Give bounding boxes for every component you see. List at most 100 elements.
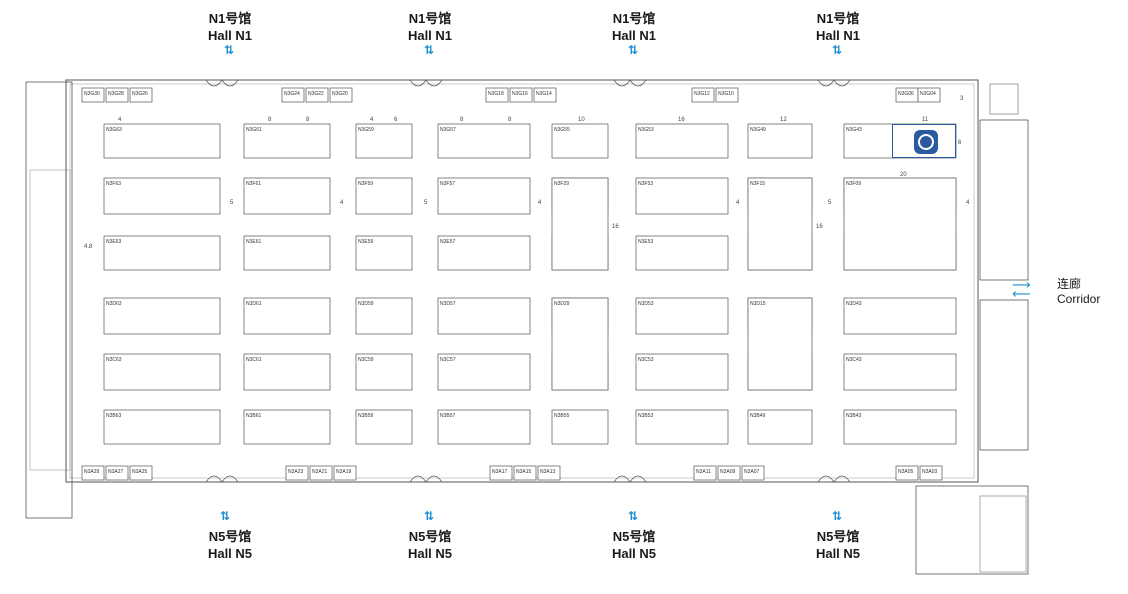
booth-g-row[interactable]: N3G22 (305, 87, 329, 103)
booth-a-row[interactable]: N3A03 (919, 465, 943, 481)
booth-g-row[interactable]: N3G04 (917, 87, 941, 103)
booth-g-row[interactable]: N3G28 (105, 87, 129, 103)
booth-block[interactable]: N3B49 (747, 409, 813, 445)
hall-outline (65, 79, 979, 483)
booth-tall[interactable]: N3D15 (747, 297, 813, 391)
booth-block[interactable]: N3G49 (747, 123, 813, 159)
booth-a-row[interactable]: N3A19 (333, 465, 357, 481)
booth-block[interactable]: N3E61 (243, 235, 331, 271)
booth-g-row[interactable]: N3G10 (715, 87, 739, 103)
dimension-label: 8 (460, 117, 464, 123)
hall-label-top-4: N1号馆 Hall N1 (798, 10, 878, 44)
booth-label: N3A05 (898, 469, 914, 475)
booth-block[interactable]: N3C59 (355, 353, 413, 391)
arrow-up-down-icon: ⇅ (224, 43, 234, 57)
left-service-inner (29, 169, 71, 471)
booth-block[interactable]: N3F61 (243, 177, 331, 215)
booth-g-row[interactable]: N3G24 (281, 87, 305, 103)
booth-block[interactable]: N3D63 (103, 297, 221, 335)
booth-g-row[interactable]: N3G16 (509, 87, 533, 103)
arrow-up-down-icon: ⇅ (832, 43, 842, 57)
dimension-label: 8 (306, 117, 310, 123)
booth-block[interactable]: N3G55 (551, 123, 609, 159)
booth-label: N3A25 (132, 469, 148, 475)
booth-label: N3C61 (246, 357, 262, 363)
booth-a-row[interactable]: N3A25 (129, 465, 153, 481)
booth-block[interactable]: N3F59 (355, 177, 413, 215)
booth-block[interactable]: N3E53 (635, 235, 729, 271)
booth-block[interactable]: N3C53 (635, 353, 729, 391)
booth-block[interactable]: N3D57 (437, 297, 531, 335)
booth-block[interactable]: N3G59 (355, 123, 413, 159)
booth-block[interactable]: N3C57 (437, 353, 531, 391)
booth-g-row[interactable]: N3G12 (691, 87, 715, 103)
booth-block[interactable]: N3F53 (635, 177, 729, 215)
booth-block[interactable]: N3B61 (243, 409, 331, 445)
booth-block[interactable]: N3F57 (437, 177, 531, 215)
booth-tall[interactable]: N3F15 (747, 177, 813, 271)
booth-label: N3D53 (638, 301, 654, 307)
booth-a-row[interactable]: N3A15 (513, 465, 537, 481)
booth-block[interactable]: N3E57 (437, 235, 531, 271)
booth-large[interactable]: N3F09 (843, 177, 957, 271)
booth-a-row[interactable]: N3A05 (895, 465, 919, 481)
booth-block[interactable]: N3D53 (635, 297, 729, 335)
booth-a-row[interactable]: N3A21 (309, 465, 333, 481)
hall-label-bottom-4: N5号馆 Hall N5 (798, 528, 878, 562)
booth-block[interactable]: N3B57 (437, 409, 531, 445)
booth-a-row[interactable]: N3A11 (693, 465, 717, 481)
booth-block[interactable]: N3D59 (355, 297, 413, 335)
booth-block[interactable]: N3B59 (355, 409, 413, 445)
booth-label: N3A17 (492, 469, 508, 475)
booth-g-row[interactable]: N3G20 (329, 87, 353, 103)
booth-block[interactable]: N3G63 (103, 123, 221, 159)
booth-g-row[interactable]: N3G26 (129, 87, 153, 103)
booth-block[interactable]: N3G61 (243, 123, 331, 159)
hall-name-cn: N1号馆 (208, 11, 252, 26)
booth-a-row[interactable]: N3A23 (285, 465, 309, 481)
booth-block[interactable]: N3C43 (843, 353, 957, 391)
booth-g-row[interactable]: N3G30 (81, 87, 105, 103)
booth-g-row[interactable]: N3G06 (895, 87, 919, 103)
dimension-label: 4 (370, 117, 374, 123)
booth-block[interactable]: N3E59 (355, 235, 413, 271)
booth-tall[interactable]: N3F29 (551, 177, 609, 271)
booth-label: N3D59 (358, 301, 374, 307)
booth-block[interactable]: N3B53 (635, 409, 729, 445)
booth-block[interactable]: N3G53 (635, 123, 729, 159)
booth-block[interactable]: N3C61 (243, 353, 331, 391)
dimension-label: 20 (900, 172, 907, 178)
booth-label: N3E59 (358, 239, 374, 245)
booth-a-row[interactable]: N3A07 (741, 465, 765, 481)
booth-block[interactable]: N3D61 (243, 297, 331, 335)
booth-a-row[interactable]: N3A17 (489, 465, 513, 481)
booth-block[interactable]: N3B43 (843, 409, 957, 445)
arrow-up-down-icon: ⇅ (220, 509, 230, 523)
booth-a-row[interactable]: N3A09 (717, 465, 741, 481)
booth-block[interactable]: N3D43 (843, 297, 957, 335)
booth-label: N3F15 (750, 181, 765, 187)
booth-label: N3E53 (638, 239, 654, 245)
booth-g-row[interactable]: N3G14 (533, 87, 557, 103)
booth-label: N3F53 (638, 181, 653, 187)
booth-block[interactable]: N3E63 (103, 235, 221, 271)
booth-label: N3G28 (108, 91, 124, 97)
booth-a-row[interactable]: N3A13 (537, 465, 561, 481)
booth-label: N3G49 (750, 127, 766, 133)
booth-tall[interactable]: N3D29 (551, 297, 609, 391)
booth-a-row[interactable]: N3A27 (105, 465, 129, 481)
booth-block[interactable]: N3B63 (103, 409, 221, 445)
booth-g-row[interactable]: N3G18 (485, 87, 509, 103)
booth-label: N3A21 (312, 469, 328, 475)
booth-block[interactable]: N3F63 (103, 177, 221, 215)
door-top-1 (205, 79, 239, 87)
booth-label: N3B57 (440, 413, 456, 419)
booth-block[interactable]: N3C63 (103, 353, 221, 391)
hall-name-cn: N1号馆 (816, 11, 860, 26)
booth-block[interactable]: N3G57 (437, 123, 531, 159)
booth-block[interactable]: N3B55 (551, 409, 609, 445)
door-top-3 (613, 79, 647, 87)
booth-a-row[interactable]: N3A29 (81, 465, 105, 481)
booth-label: N3B59 (358, 413, 374, 419)
booth-label: N3G53 (638, 127, 654, 133)
